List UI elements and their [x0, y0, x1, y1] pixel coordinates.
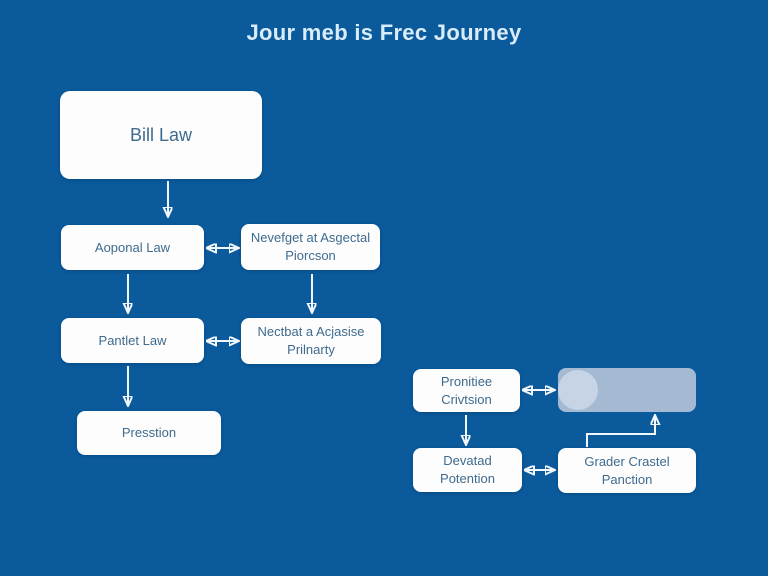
node-presstion: Presstion	[77, 411, 221, 455]
node-nevefget-label: Nevefget at Asgectal Piorcson	[250, 230, 371, 263]
node-pronitiee-label: Pronitiee Crivtsion	[440, 373, 493, 407]
node-pronitiee-crivtsion: Pronitiee Crivtsion	[413, 369, 520, 412]
node-grader-label: Grader Crastel Panction	[584, 453, 670, 487]
arrow-grader-to-pill-elbow	[586, 417, 655, 447]
node-bill-law-label: Bill Law	[129, 124, 193, 145]
node-nectbat-acjasise-prilnarty: Nectbat a Acjasise Prilnarty	[241, 318, 381, 364]
node-aoponal-law: Aoponal Law	[61, 225, 204, 270]
node-nevefget-asgectal-piorcson: Nevefget at Asgectal Piorcson	[241, 224, 380, 270]
node-nectbat-label: Nectbat a Acjasise Prilnarty	[257, 324, 365, 357]
node-aoponal-law-label: Aoponal Law	[94, 239, 171, 255]
faded-pill-node	[558, 368, 696, 412]
node-grader-crastel-panction: Grader Crastel Panction	[558, 448, 696, 493]
node-pantlet-law: Pantlet Law	[61, 318, 204, 363]
diagram-title: Jour meb is Frec Journey	[246, 20, 522, 45]
node-pantlet-law-label: Pantlet Law	[98, 332, 167, 348]
node-bill-law: Bill Law	[60, 91, 262, 179]
node-devatad-potention: Devatad Potention	[413, 448, 522, 492]
pill-circle-icon	[558, 370, 598, 410]
node-presstion-label: Presstion	[121, 425, 177, 441]
node-devatad-label: Devatad Potention	[440, 453, 495, 486]
